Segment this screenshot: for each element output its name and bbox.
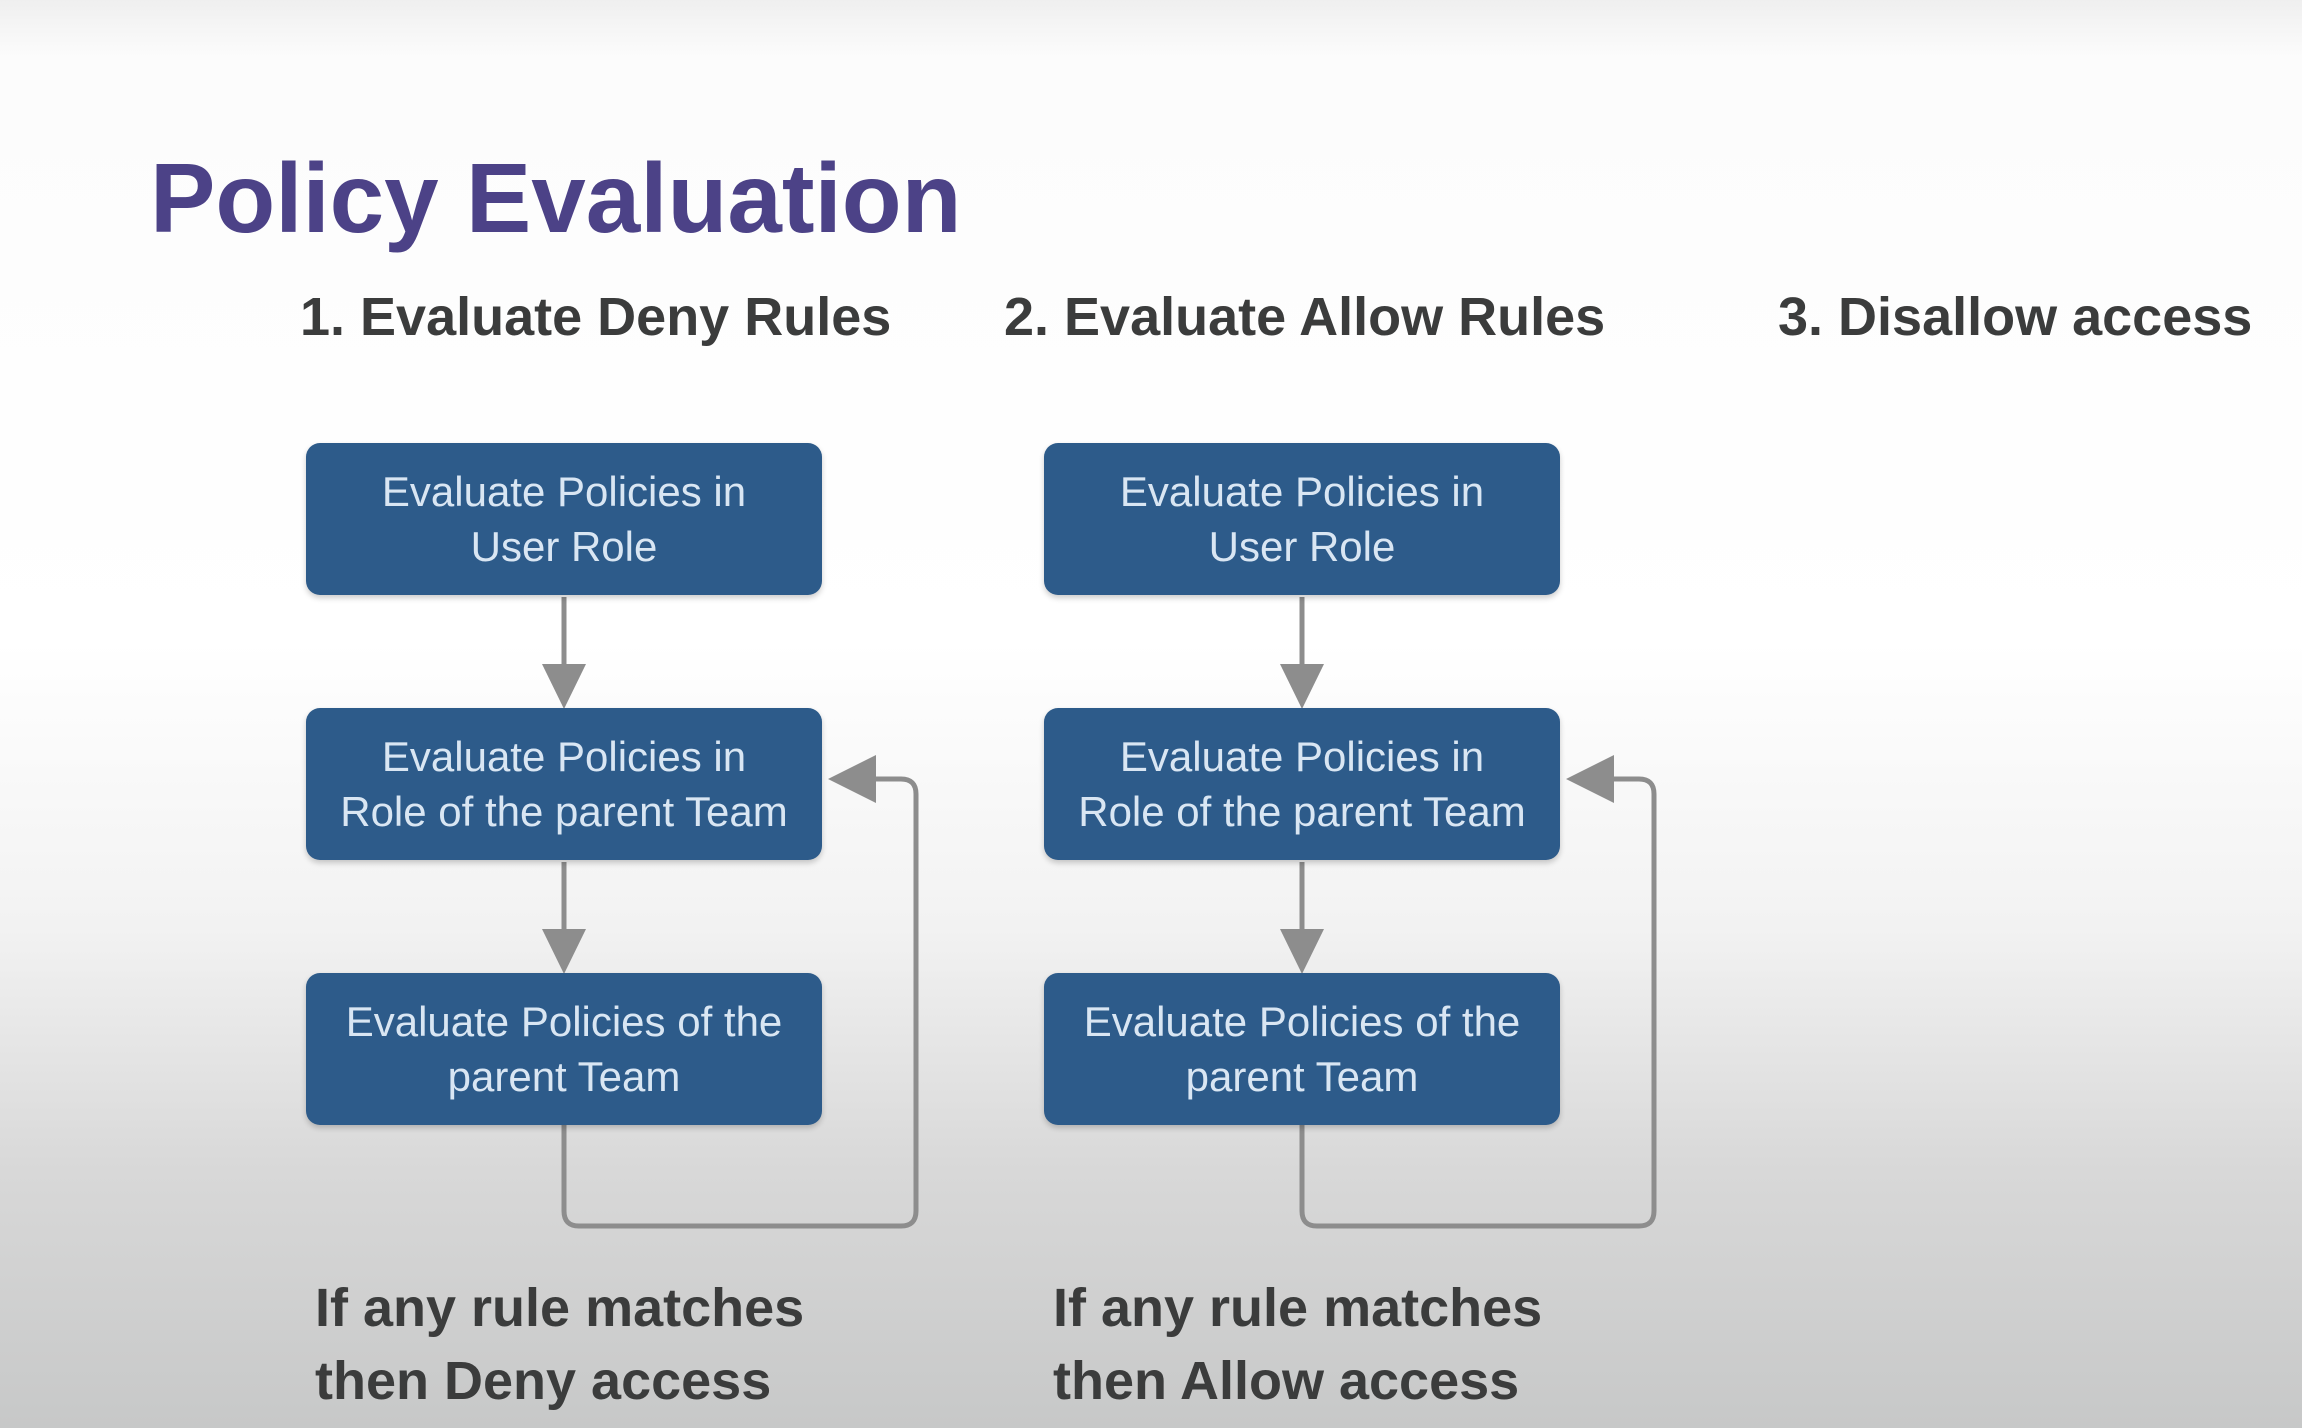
flow-box-parent-team-role: Evaluate Policies in Role of the parent … (1044, 708, 1560, 860)
arrow-down-icon (542, 862, 586, 974)
flow-box-parent-team: Evaluate Policies of the parent Team (306, 973, 822, 1125)
loop-arrow-icon (1299, 755, 1657, 1229)
footer-deny: If any rule matches then Deny access (315, 1278, 805, 1411)
flow-box-user-role: Evaluate Policies in User Role (306, 443, 822, 595)
column-heading-allow: 2. Evaluate Allow Rules (1004, 287, 1606, 347)
arrow-down-icon (1280, 597, 1324, 709)
flow-box-user-role: Evaluate Policies in User Role (1044, 443, 1560, 595)
page-title: Policy Evaluation (150, 143, 962, 253)
flowchart-deny: Evaluate Policies in User Role Evaluate … (288, 420, 968, 1290)
flow-box-parent-team: Evaluate Policies of the parent Team (1044, 973, 1560, 1125)
flowchart-allow-arrows (1280, 597, 1657, 1229)
footer-allow: If any rule matches then Allow access (1053, 1278, 1543, 1411)
flow-box-parent-team-role: Evaluate Policies in Role of the parent … (306, 708, 822, 860)
loop-arrow-icon (561, 755, 919, 1229)
flowchart-deny-arrows (542, 597, 919, 1229)
arrow-down-icon (542, 597, 586, 709)
column-heading-disallow: 3. Disallow access (1778, 287, 2253, 347)
flowchart-allow: Evaluate Policies in User Role Evaluate … (1026, 420, 1706, 1290)
column-heading-deny: 1. Evaluate Deny Rules (300, 287, 892, 347)
arrow-down-icon (1280, 862, 1324, 974)
